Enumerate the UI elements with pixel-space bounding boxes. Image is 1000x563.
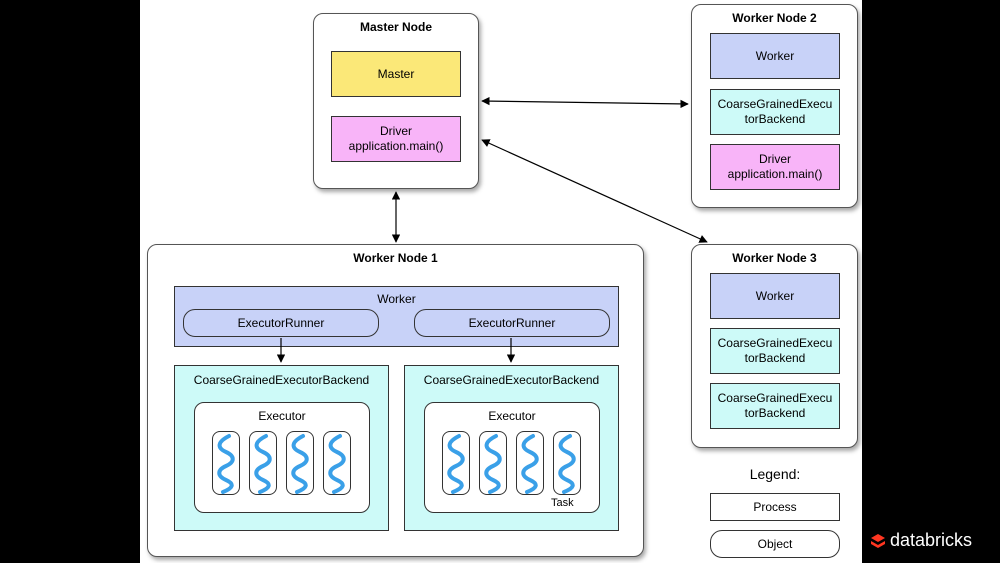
worker-node-2: Worker Node 2 Worker CoarseGrainedExecu … — [691, 4, 858, 208]
worker-3-backend-a-line-2: torBackend — [744, 351, 806, 365]
arrow-master-worker3 — [481, 139, 708, 243]
worker-2-backend-process: CoarseGrainedExecu torBackend — [710, 89, 840, 135]
legend-object-swatch: Object — [710, 530, 840, 558]
thread-squiggle-icon — [291, 434, 309, 494]
thread-squiggle-icon — [558, 434, 576, 494]
databricks-logo-icon — [871, 533, 885, 548]
task-right-4 — [553, 431, 581, 495]
worker-2-backend-line-1: CoarseGrainedExecu — [717, 97, 833, 111]
executor-runner-right: ExecutorRunner — [414, 309, 610, 337]
executor-right-object: Executor Task — [424, 402, 600, 513]
worker-3-backend-a-line-1: CoarseGrainedExecu — [717, 336, 833, 350]
executor-left-label: Executor — [258, 409, 306, 423]
worker-1-worker-label: Worker — [377, 292, 416, 306]
legend-object-label: Object — [757, 536, 793, 551]
worker-3-backend-b-process: CoarseGrainedExecu torBackend — [710, 383, 840, 429]
databricks-logo: databricks — [870, 530, 972, 551]
worker-node-1-title: Worker Node 1 — [353, 251, 438, 265]
worker-3-backend-a-process: CoarseGrainedExecu torBackend — [710, 328, 840, 374]
task-right-1 — [442, 431, 470, 495]
worker-3-worker-label: Worker — [755, 288, 795, 303]
worker-2-worker-label: Worker — [755, 48, 795, 63]
task-left-3 — [286, 431, 314, 495]
databricks-logo-text: databricks — [890, 530, 973, 550]
executor-runner-left: ExecutorRunner — [183, 309, 379, 337]
worker-3-backend-b-line-2: torBackend — [744, 406, 806, 420]
executor-right-label: Executor — [488, 409, 536, 423]
task-label: Task — [551, 497, 574, 509]
thread-squiggle-icon — [328, 434, 346, 494]
worker-1-worker-process: Worker ExecutorRunner ExecutorRunner — [174, 286, 619, 347]
thread-squiggle-icon — [484, 434, 502, 494]
worker-node-1: Worker Node 1 Worker ExecutorRunner Exec… — [147, 244, 644, 557]
executor-left-object: Executor — [194, 402, 370, 513]
task-left-2 — [249, 431, 277, 495]
thread-squiggle-icon — [254, 434, 272, 494]
task-right-3 — [516, 431, 544, 495]
thread-squiggle-icon — [217, 434, 235, 494]
worker-2-backend-line-2: torBackend — [744, 112, 806, 126]
backend-left-label: CoarseGrainedExecutorBackend — [193, 373, 370, 387]
executor-runner-right-label: ExecutorRunner — [468, 315, 556, 330]
thread-squiggle-icon — [447, 434, 465, 494]
arrow-master-worker2 — [481, 96, 689, 109]
worker-node-3: Worker Node 3 Worker CoarseGrainedExecu … — [691, 244, 858, 448]
task-left-4 — [323, 431, 351, 495]
driver-label-line-2: application.main() — [348, 139, 444, 153]
master-node-title: Master Node — [359, 20, 433, 34]
legend-process-label: Process — [753, 499, 797, 514]
executor-runner-left-label: ExecutorRunner — [237, 315, 325, 330]
worker-2-driver-process: Driver application.main() — [710, 144, 840, 190]
backend-left-process: CoarseGrainedExecutorBackend Executor — [174, 365, 389, 531]
master-node: Master Node Master Driver application.ma… — [313, 13, 479, 189]
backend-right-label: CoarseGrainedExecutorBackend — [423, 373, 600, 387]
driver-process: Driver application.main() — [331, 116, 461, 162]
worker-node-3-title: Worker Node 3 — [732, 251, 817, 265]
legend-title: Legend: — [749, 466, 801, 482]
master-process: Master — [331, 51, 461, 97]
legend-process-swatch: Process — [710, 493, 840, 521]
backend-right-process: CoarseGrainedExecutorBackend Executor Ta… — [404, 365, 619, 531]
driver-label-line-1: Driver — [380, 124, 412, 138]
worker-3-backend-b-line-1: CoarseGrainedExecu — [717, 391, 833, 405]
worker-2-driver-line-1: Driver — [759, 152, 791, 166]
task-right-2 — [479, 431, 507, 495]
worker-node-2-title: Worker Node 2 — [732, 11, 817, 25]
worker-2-driver-line-2: application.main() — [727, 167, 823, 181]
thread-squiggle-icon — [521, 434, 539, 494]
worker-2-worker-process: Worker — [710, 33, 840, 79]
task-left-1 — [212, 431, 240, 495]
master-label: Master — [377, 66, 415, 81]
worker-3-worker-process: Worker — [710, 273, 840, 319]
